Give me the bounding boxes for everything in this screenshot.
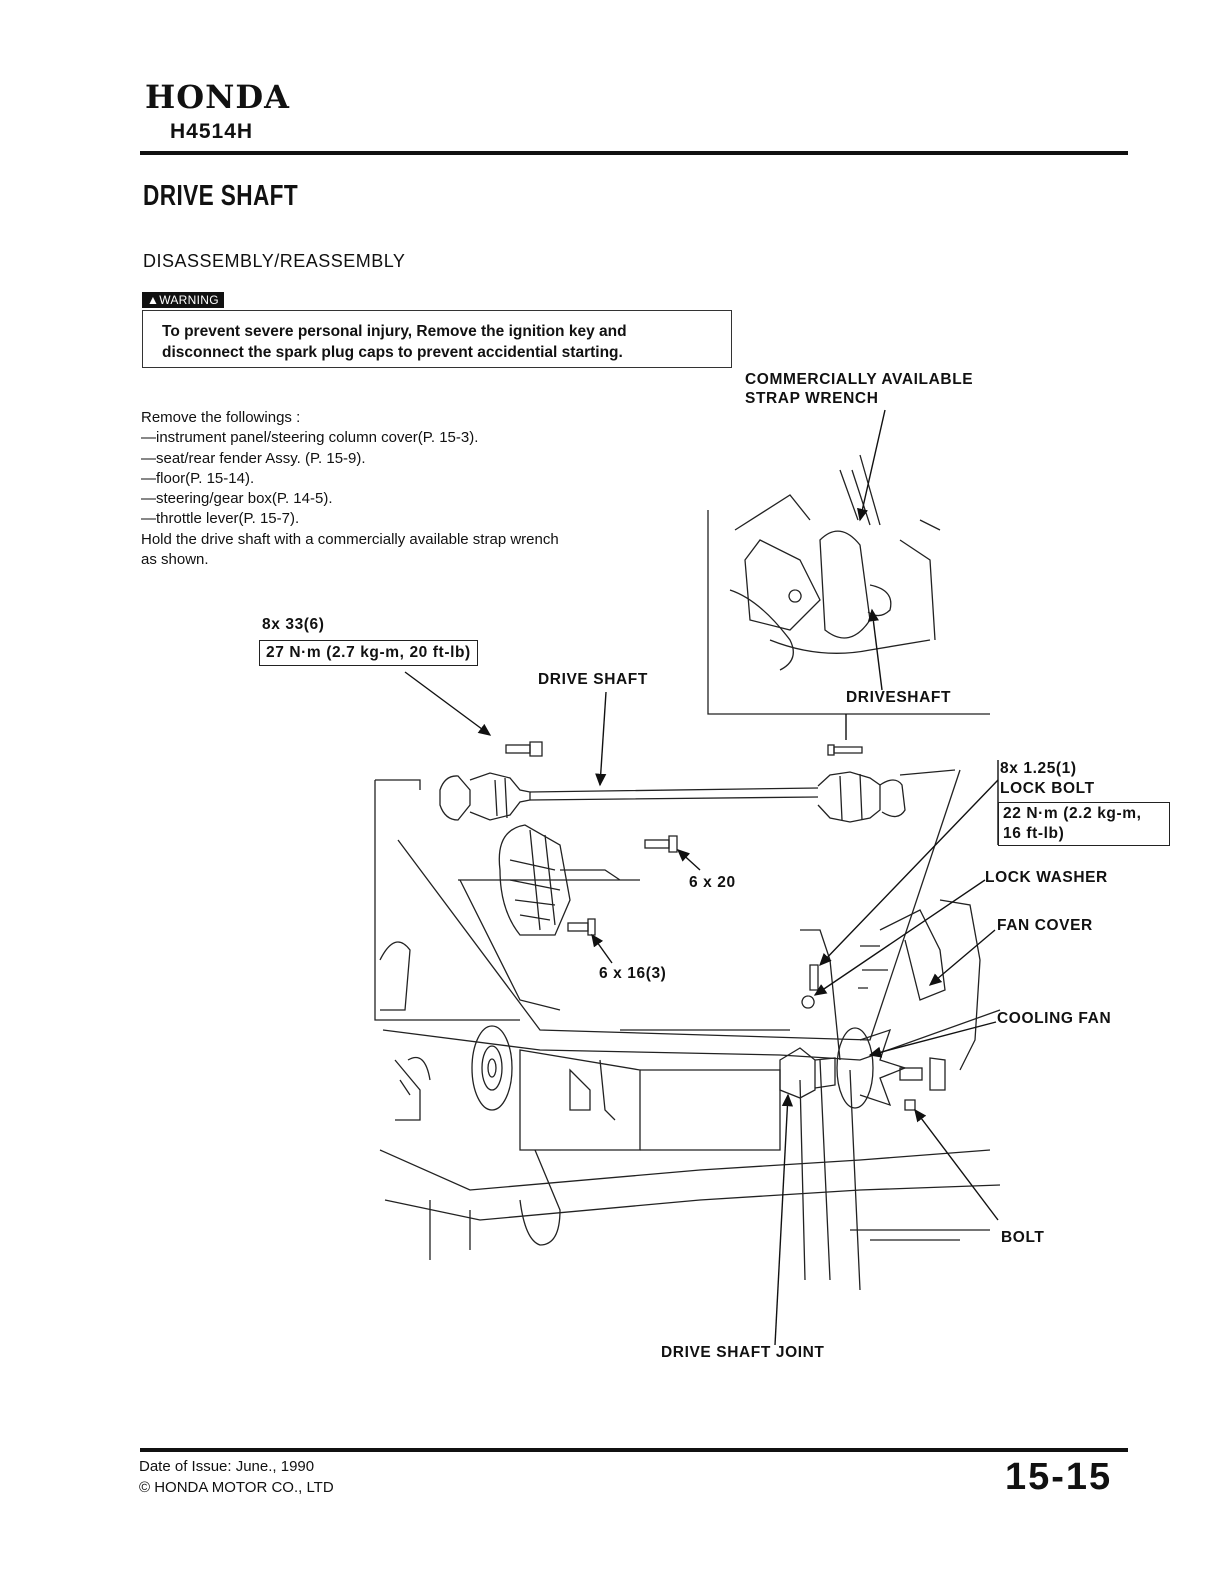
warning-line-1: To prevent severe personal injury, Remov… — [162, 323, 627, 340]
page-title: DRIVE SHAFT — [143, 180, 299, 212]
header-rule — [140, 151, 1128, 155]
copyright: © HONDA MOTOR CO., LTD — [139, 1479, 334, 1496]
callout-driveshaft-inset: DRIVESHAFT — [846, 689, 952, 706]
callout-bolt-spec: 8x 33(6) — [262, 616, 325, 633]
cooling-fan-illustration — [779, 945, 946, 1111]
callout-lock-bolt-spec: 8x 1.25(1) — [1000, 760, 1077, 777]
instruction-line: —seat/rear fender Assy. (P. 15-9). — [141, 449, 366, 467]
callout-cooling-fan: COOLING FAN — [997, 1010, 1112, 1027]
instruction-line: —throttle lever(P. 15-7). — [141, 510, 300, 528]
instruction-line: Hold the drive shaft with a commercially… — [141, 530, 559, 548]
callout-strap-wrench-line-2: STRAP WRENCH — [745, 390, 879, 407]
callout-bolt-torque: 27 N·m (2.7 kg-m, 20 ft-lb) — [259, 640, 478, 666]
warning-tag: ▲WARNING — [142, 292, 224, 308]
leader-lines — [404, 409, 999, 1346]
instructions: Remove the followings : —instrument pane… — [141, 408, 681, 570]
instruction-line: as shown. — [141, 551, 209, 569]
instruction-line: —floor(P. 15-14). — [141, 469, 255, 487]
instruction-line: Remove the followings : — [141, 409, 301, 426]
fan-cover-illustration — [498, 824, 571, 936]
callout-bolt: BOLT — [1001, 1229, 1045, 1246]
callout-drive-shaft-joint: DRIVE SHAFT JOINT — [661, 1344, 825, 1361]
callout-drive-shaft: DRIVE SHAFT — [538, 671, 648, 688]
issue-date: Date of Issue: June., 1990 — [139, 1458, 315, 1475]
callout-lock-washer: LOCK WASHER — [985, 869, 1108, 886]
warning-line-2: disconnect the spark plug caps to preven… — [162, 344, 623, 361]
model-code: H4514H — [170, 120, 254, 143]
footer-rule — [140, 1448, 1128, 1452]
callout-6x20: 6 x 20 — [689, 874, 736, 891]
strap-wrench-illustration — [729, 454, 941, 671]
callout-lock-bolt: LOCK BOLT — [1000, 780, 1095, 797]
bolt-icons — [505, 741, 863, 936]
warning-tag-label: WARNING — [159, 293, 219, 307]
callout-lock-bolt-torque-line-1: 22 N·m (2.2 kg-m, — [1003, 805, 1142, 822]
drive-shaft-illustration — [439, 771, 906, 823]
page-number: 15-15 — [1005, 1456, 1113, 1498]
callout-fan-cover: FAN COVER — [997, 917, 1093, 934]
flywheel-illustration — [471, 1025, 513, 1111]
section-title: DISASSEMBLY/REASSEMBLY — [143, 251, 406, 271]
callout-6x16: 6 x 16(3) — [599, 965, 667, 982]
callout-strap-wrench: COMMERCIALLY AVAILABLE STRAP WRENCH — [745, 370, 973, 408]
callout-strap-wrench-line-1: COMMERCIALLY AVAILABLE — [745, 371, 974, 388]
warning-triangle-icon: ▲ — [147, 293, 160, 307]
instruction-line: —steering/gear box(P. 14-5). — [141, 490, 333, 508]
inset-bracket — [707, 510, 990, 715]
instruction-line: —instrument panel/steering column cover(… — [141, 429, 479, 447]
callout-lock-bolt-torque-line-2: 16 ft-lb) — [1003, 825, 1065, 842]
brand-logo: HONDA — [145, 78, 290, 116]
warning-box — [142, 310, 732, 368]
callout-lock-bolt-torque: 22 N·m (2.2 kg-m, 16 ft-lb) — [998, 802, 1170, 846]
warning-text: To prevent severe personal injury, Remov… — [162, 321, 722, 363]
chassis-illustration — [374, 769, 1001, 1291]
